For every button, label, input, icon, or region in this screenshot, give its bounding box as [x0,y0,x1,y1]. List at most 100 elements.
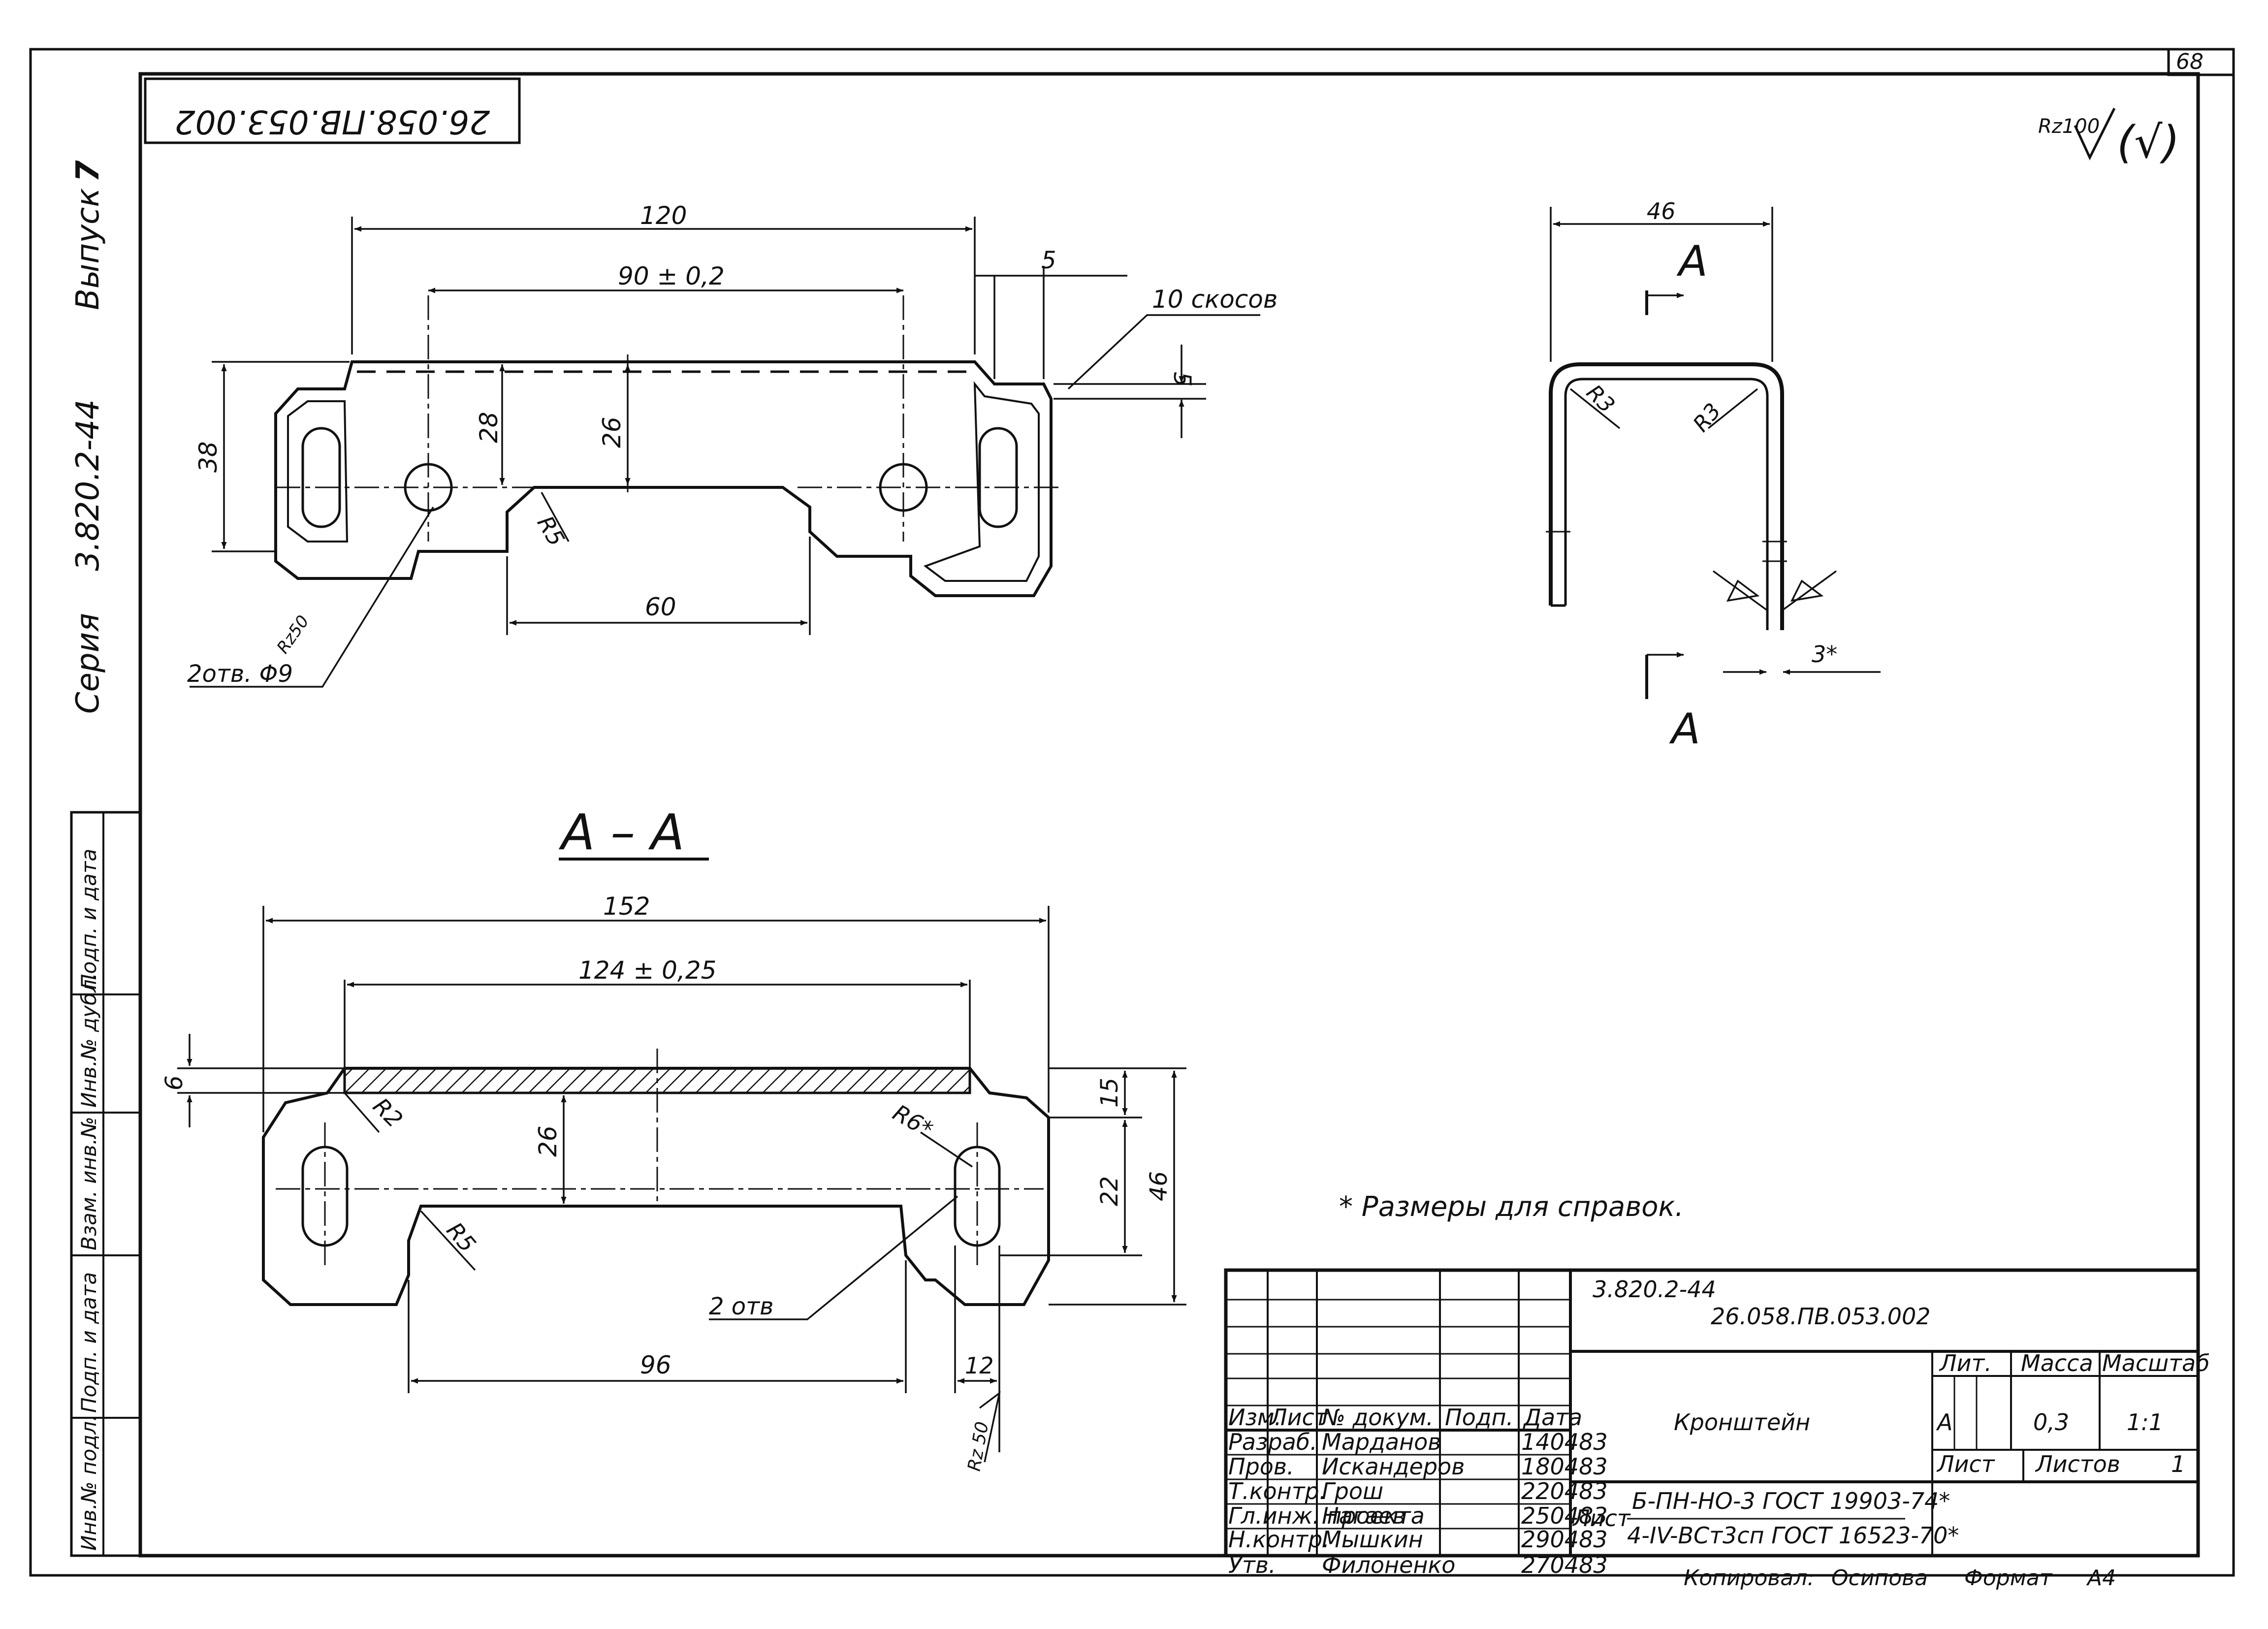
label-holes-section: 2 отв [709,1293,773,1320]
tb-role-4: Гл.инж. проекта [1228,1502,1425,1529]
footer-format-value: А4 [2086,1565,2116,1591]
tb-name-2: Искандеров [1322,1453,1465,1480]
radius-r6: R6* [889,1099,938,1143]
tb-name-3: Грош [1322,1478,1383,1504]
stamp-podp-data-2: Подп. и дата [77,849,101,990]
radius-r5-section: R5 [442,1217,481,1257]
roughness-holes: Rz50 [273,612,313,657]
tb-date-2: 180483 [1521,1453,1608,1480]
dim-46-side: 46 [1647,198,1676,224]
radius-r3-right: R3 [1688,398,1726,437]
tb-name-5: Мышкин [1322,1526,1423,1553]
dim-12: 12 [965,1352,994,1379]
tb-mass-value: 0,3 [2033,1409,2069,1436]
side-view-labels: 46 А А R3 R3 3* [1581,198,1837,754]
side-stamp: Инв.№ подл. Подп. и дата Взам. инв.№ Инв… [70,811,142,1557]
dim-26-section: 26 [534,1125,562,1157]
roughness-edge: Rz 50 [964,1420,992,1473]
tb-scale-label: Масштаб [2102,1350,2210,1376]
tb-sheets-value: 1 [2171,1451,2185,1477]
stamp-inv-podl: Инв.№ подл. [77,1415,101,1551]
dim-3-side: 3* [1812,641,1837,668]
tb-name-1: Марданов [1322,1429,1441,1455]
section-outline [262,1067,1050,1306]
footer-copied-label: Копировал: [1684,1565,1815,1591]
side-view-dimensions [1550,207,1881,699]
sheet-number: 68 [2176,49,2204,74]
tb-header-date: Дата [1523,1404,1582,1431]
dim-15: 15 [1096,1078,1123,1108]
dim-46-section: 46 [1145,1171,1173,1201]
tb-header-list: Лист [1269,1404,1328,1431]
section-view [262,1049,1050,1306]
radius-r3-left: R3 [1581,380,1619,418]
dim-90: 90 ± 0,2 [618,262,725,290]
rotated-code-box: 26.058.ПВ.053.002 [144,77,521,144]
roughness-general: Rz100 (√) [2038,107,2180,168]
dim-5a: 5 [1041,247,1056,274]
footer: Копировал: Осипова Формат А4 [1684,1565,2116,1591]
tb-scale-value: 1:1 [2127,1409,2163,1436]
dim-152: 152 [603,892,650,921]
tb-date-1: 140483 [1521,1429,1608,1455]
stamp-vzam-inv: Взам. инв.№ [77,1117,101,1250]
side-view [1546,362,1787,630]
tb-header-docnum: № докум. [1320,1404,1434,1431]
dim-26: 26 [598,416,626,448]
tb-date-5: 290483 [1521,1526,1608,1553]
tb-header-sign: Подп. [1445,1404,1513,1431]
dim-96: 96 [640,1351,671,1379]
issue-value: 7 [70,160,106,182]
series-value: 3.820.2-44 [70,399,106,571]
dim-60: 60 [645,593,676,621]
tb-name-6: Филоненко [1322,1552,1455,1578]
tb-sheets-label: Листов [2035,1451,2120,1477]
issue-label: Выпуск [70,188,106,310]
side-view-profile [1549,362,1784,630]
tb-item-name: Кронштейн [1674,1409,1810,1436]
dim-28: 28 [475,412,503,443]
sheet-frame [29,48,2235,1577]
tb-material-line2: 4-IV-ВСт3сп ГОСТ 16523-70* [1627,1522,1959,1549]
tb-role-6: Утв. [1228,1552,1276,1578]
top-view-outline [274,360,1053,597]
footer-copier: Осипова [1831,1565,1928,1591]
tb-role-5: Н.контр. [1228,1526,1330,1553]
tb-header-izm: Изм. [1228,1404,1281,1431]
tb-material-prefix: Лист [1572,1505,1631,1532]
dim-22: 22 [1096,1176,1123,1206]
series-label: Серия [70,613,106,714]
label-holes-top: 2отв. Φ9 [187,660,293,688]
roughness-general-mark: (√) [2117,117,2180,168]
tb-sheet-label: Лист [1936,1451,1995,1477]
tb-doc-code: 26.058.ПВ.053.002 [1711,1303,1931,1330]
roughness-main: Rz100 [2038,115,2100,138]
stamp-podp-data-1: Подп. и дата [77,1272,101,1413]
tb-role-3: Т.контр. [1228,1478,1326,1504]
tb-date-3: 220483 [1521,1478,1608,1504]
dim-6: 6 [160,1075,188,1090]
dim-124: 124 ± 0,25 [578,956,716,985]
tb-lit-label: Лит. [1939,1350,1992,1376]
footer-format-label: Формат [1964,1565,2053,1591]
tb-lit-value: А [1936,1409,1952,1436]
title-block: Изм. Лист № докум. Подп. Дата Разраб. Ма… [1224,1268,2210,1578]
rotated-doc-code: 26.058.ПВ.053.002 [175,103,490,141]
note-reference-dims: * Размеры для справок. [1339,1191,1684,1223]
dim-120: 120 [640,201,687,230]
section-dimensions [177,906,1186,1463]
section-title: А – А [558,803,684,861]
tb-date-6: 270483 [1521,1552,1608,1578]
label-bevels: 10 скосов [1152,285,1278,314]
tb-date-4: 250483 [1521,1502,1608,1529]
dim-5b: 5 [1168,372,1196,387]
top-view-dimensions [190,217,1260,688]
top-view-labels: 120 90 ± 0,2 5 5 10 скосов 38 28 26 R5 6… [187,201,1278,688]
top-view [274,295,1058,597]
radius-r5-top: R5 [532,511,570,551]
slot-left [301,427,341,528]
tb-material-line1: Б-ПН-НО-3 ГОСТ 19903-74* [1632,1488,1950,1514]
tb-series-code: 3.820.2-44 [1593,1276,1716,1303]
series-label-vertical: Серия 3.820.2-44 Выпуск 7 [70,160,106,714]
